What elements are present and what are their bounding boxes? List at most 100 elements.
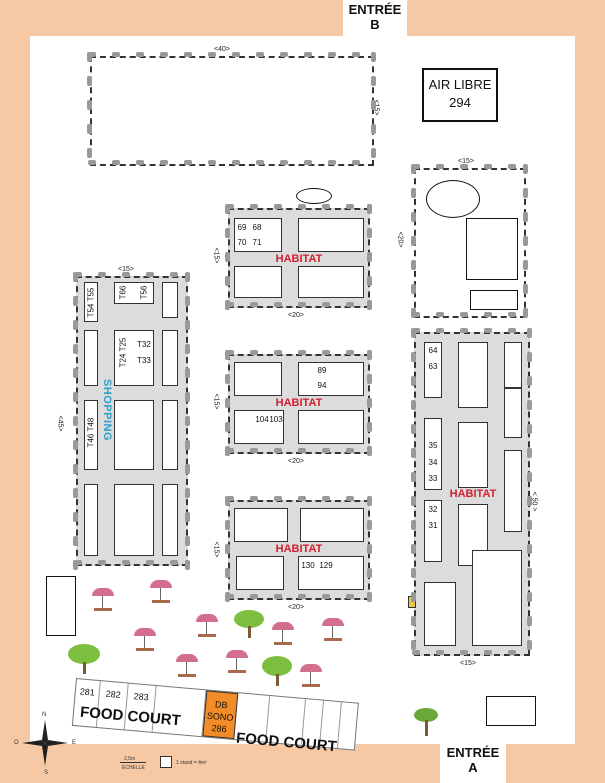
booth-T66[interactable]: T66 [118, 285, 128, 300]
habitat-label-3: HABITAT [275, 543, 323, 555]
fence-post [371, 76, 376, 86]
habitat3-height: <15> [212, 541, 220, 558]
booth-63[interactable]: 63 [428, 362, 438, 371]
booth-right-bl[interactable] [424, 582, 456, 646]
booth-shop-l3[interactable] [84, 400, 98, 470]
air-libre-zone[interactable]: AIR LIBRE 294 [422, 68, 498, 122]
booth-31[interactable]: 31 [428, 521, 438, 530]
fence-post [225, 252, 230, 262]
fence-post [411, 164, 416, 174]
booth-64[interactable]: 64 [428, 346, 438, 355]
fence-post [322, 350, 330, 355]
booth-hab1-right[interactable] [298, 218, 364, 252]
booth-T24[interactable]: T24 [118, 353, 128, 368]
booth-33[interactable]: 33 [428, 474, 438, 483]
booth-104[interactable]: 104 [255, 415, 269, 424]
booth-shop-c3[interactable] [114, 400, 154, 470]
habitat2-width: <20> [288, 458, 304, 465]
booth-35[interactable]: 35 [428, 441, 438, 450]
booth-hab3-tr[interactable] [300, 508, 364, 542]
booth-hab1-bl[interactable] [234, 266, 282, 298]
fence-post [367, 422, 372, 432]
booth-89[interactable]: 89 [317, 366, 327, 375]
booth-shop-l4[interactable] [84, 484, 98, 556]
top-open-area[interactable] [90, 56, 374, 166]
booth-shop-r1[interactable] [162, 282, 178, 318]
fence-post [367, 300, 372, 310]
booth-34[interactable]: 34 [428, 458, 438, 467]
fence-post [185, 560, 190, 570]
booth-group-shop-mid[interactable] [114, 330, 154, 386]
fence-post [298, 496, 306, 501]
stall-empty-6[interactable] [338, 702, 358, 749]
booth-group-hab2-bottom[interactable] [234, 410, 284, 444]
fence-post [280, 52, 288, 57]
booth-hab2-br[interactable] [298, 410, 364, 444]
fence-post [527, 616, 532, 626]
booth-T46[interactable]: T46 [86, 433, 96, 448]
booth-right-c2[interactable] [458, 422, 488, 488]
booth-T54[interactable]: T54 [86, 303, 96, 318]
booth-71[interactable]: 71 [252, 238, 262, 247]
fence-post [367, 374, 372, 384]
fence-post [367, 252, 372, 262]
booth-right-br[interactable] [472, 550, 522, 646]
booth-103[interactable]: 103 [269, 415, 283, 424]
fence-post [225, 276, 230, 286]
booth-col-left-top[interactable] [84, 282, 98, 322]
booth-32[interactable]: 32 [428, 505, 438, 514]
compass-s: S [44, 770, 49, 776]
booth-shop-l2[interactable] [84, 330, 98, 386]
fence-post [523, 308, 528, 318]
fence-post [527, 448, 532, 458]
fence-post [412, 164, 420, 169]
fence-post [185, 416, 190, 426]
booth-right-c1[interactable] [458, 342, 488, 408]
fence-post [73, 512, 78, 522]
booth-group-hab2-top[interactable] [298, 362, 364, 396]
fence-post [170, 560, 178, 565]
booth-group-right-top[interactable] [424, 342, 442, 398]
booth-hab2-tl[interactable] [234, 362, 282, 396]
booth-69[interactable]: 69 [237, 223, 247, 232]
booth-130[interactable]: 130 [301, 561, 315, 570]
booth-group-right-low[interactable] [424, 500, 442, 562]
booth-129[interactable]: 129 [319, 561, 333, 570]
booth-hab3-bl[interactable] [236, 556, 284, 590]
booth-hab1-br[interactable] [298, 266, 364, 298]
right-hab-width: <15> [460, 660, 476, 667]
fence-post [367, 446, 372, 456]
booth-shop-r3[interactable] [162, 400, 178, 470]
booth-hab3-tl[interactable] [234, 508, 288, 542]
booth-group-hab1[interactable] [234, 218, 282, 252]
booth-group-hab3-bottom[interactable] [298, 556, 364, 590]
fence-post [411, 376, 416, 386]
fence-post [328, 160, 336, 165]
booth-right-r1b[interactable] [504, 388, 522, 438]
habitat3-width: <20> [288, 604, 304, 611]
booth-94[interactable]: 94 [317, 381, 327, 390]
booth-group-shop-top[interactable] [114, 282, 154, 304]
fence-post [225, 374, 230, 384]
habitat-label-2: HABITAT [275, 397, 323, 409]
booth-group-right-mid[interactable] [424, 418, 442, 490]
booth-T56[interactable]: T56 [139, 285, 149, 300]
booth-right-r2[interactable] [504, 450, 522, 532]
booth-shop-r4[interactable] [162, 484, 178, 556]
booth-shop-c4[interactable] [114, 484, 154, 556]
booth-T32[interactable]: T32 [137, 340, 151, 349]
fence-post [225, 496, 230, 506]
fence-post [185, 344, 190, 354]
fence-post [73, 272, 78, 282]
booth-shop-r2[interactable] [162, 330, 178, 386]
booth-right-r1[interactable] [504, 342, 522, 388]
booth-T33[interactable]: T33 [137, 356, 151, 365]
fence-post [160, 52, 168, 57]
booth-68[interactable]: 68 [252, 223, 262, 232]
scale-bar [120, 762, 146, 763]
fence-post [460, 312, 468, 317]
booth-70[interactable]: 70 [237, 238, 247, 247]
